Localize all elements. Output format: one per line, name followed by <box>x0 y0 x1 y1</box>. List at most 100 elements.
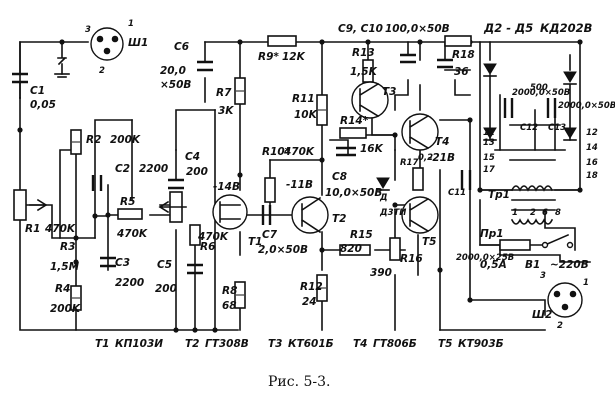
output-pin-label: 3 <box>540 271 546 281</box>
r18-ref: R18 <box>452 49 475 61</box>
t5-ref: T5 <box>422 236 436 248</box>
r7-value: 3K <box>218 105 234 117</box>
transistor-type-ref: T4 <box>353 338 367 350</box>
diodes-ref: Д2 - Д5 <box>483 21 533 35</box>
r10-ref: R10* <box>262 146 291 158</box>
c9-c10-value: 100,0×50B <box>385 23 450 35</box>
tr-pin: 18 <box>586 171 598 181</box>
tr-pin: 11 <box>483 128 495 138</box>
c8-value: 10,0×50B <box>325 187 382 199</box>
transistor-type-value: ГТ806Б <box>373 338 417 350</box>
c8-ref: C8 <box>332 171 347 183</box>
transistor-type-row: T1 КП103И T2 ГТ308B T3 КТ601Б T4 ГТ806Б … <box>95 338 504 350</box>
transistor-type-value: КТ903Б <box>458 338 504 350</box>
tr-pin: 17 <box>483 165 495 175</box>
t2-voltage: -11B <box>286 179 313 191</box>
c7-value: 2,0×50B <box>258 244 308 256</box>
t4-ref: T4 <box>435 136 449 148</box>
transformer-ref: Tp1 <box>488 189 510 201</box>
tr-pin: 8 <box>555 208 561 218</box>
r7-ref: R7 <box>216 87 232 99</box>
c4-value: 200 <box>186 166 208 178</box>
c2-value: 2200 <box>139 163 168 175</box>
r10-value: 470K <box>283 146 315 158</box>
r14-value: 16K <box>360 143 384 155</box>
junctions <box>17 39 583 333</box>
r16-value: 390 <box>370 267 392 279</box>
switch-ref: B1 <box>525 259 540 271</box>
figure-caption: Рис. 5-3. <box>268 374 331 390</box>
r6-value: 470K <box>197 231 229 243</box>
mains-voltage: ~220B <box>550 259 589 271</box>
component-labels: C1 0,05 R2 200K C2 2200 R1 470K R3 1,5M … <box>25 21 615 315</box>
tr-pin: 2 <box>530 208 536 218</box>
c12-ref: C12 <box>520 123 538 133</box>
transistor-type-ref: T2 <box>185 338 199 350</box>
t1-ref: T1 <box>248 236 262 248</box>
r8-value: 68 <box>222 300 237 312</box>
c1-value: 0,05 <box>30 99 56 111</box>
r1-ref: R1 <box>25 223 40 235</box>
input-connector: 3 1 2 Ш1 <box>85 19 148 76</box>
r12-value: 24 <box>302 296 317 308</box>
r16-ref: R16 <box>400 253 423 265</box>
r17-value: 0,2 <box>418 153 433 163</box>
tr-pin: 15 <box>483 153 495 163</box>
transistor-type-ref: T1 <box>95 338 109 350</box>
r3-value: 1,5M <box>50 261 80 273</box>
tr-pin: 12 <box>586 128 598 138</box>
c5-value: 200 <box>155 283 177 295</box>
r5-value: 470K <box>116 228 148 240</box>
c12-value: 2000,0×50B <box>512 88 570 98</box>
input-pin-label: 2 <box>99 66 105 76</box>
c11-ref: C11 <box>448 188 466 198</box>
c1-ref: C1 <box>30 85 45 97</box>
diodes-type: КД202B <box>540 21 593 35</box>
tr-pin: 13 <box>483 138 495 148</box>
c13-ref: C13 <box>548 123 566 133</box>
r11-value: 10K <box>294 109 318 121</box>
t2-ref: T2 <box>332 213 346 225</box>
input-connector-ref: Ш1 <box>128 37 148 49</box>
r2-value: 200K <box>110 134 141 146</box>
c7-ref: C7 <box>262 229 278 241</box>
c6-value-1: 20,0 <box>160 65 186 77</box>
output-pin-label: 2 <box>557 321 563 331</box>
diode-type: Д3ТИ <box>379 208 406 218</box>
tr-pin: 14 <box>586 143 598 153</box>
output-pin-label: 1 <box>583 278 589 288</box>
transistor-type-value: КТ601Б <box>288 338 334 350</box>
r4-ref: R4 <box>55 283 70 295</box>
r12-ref: R12 <box>300 281 323 293</box>
transistor-type-ref: T5 <box>438 338 452 350</box>
c9-c10-ref: C9, C10 <box>338 23 383 35</box>
tr-pin: 1 <box>512 208 518 218</box>
cx-value: 500 <box>530 83 548 93</box>
r8-ref: R8 <box>222 285 237 297</box>
c2-ref: C2 <box>115 163 130 175</box>
r4-value: 200K <box>50 303 81 315</box>
r5-ref: R5 <box>120 196 135 208</box>
r2-ref: R2 <box>86 134 101 146</box>
t3-ref: T3 <box>382 86 396 98</box>
resistors <box>13 35 472 311</box>
r1-value: 470K <box>44 223 76 235</box>
output-connector-ref: Ш2 <box>532 309 552 321</box>
r3-ref: R3 <box>60 241 75 253</box>
r17-ref: R17 <box>400 158 418 168</box>
tr-pin: 16 <box>586 158 598 168</box>
diode-ref: Д <box>379 193 388 203</box>
r18-value: 36 <box>454 66 469 78</box>
c11-value: 2000,0×25B <box>456 253 514 263</box>
c4-ref: C4 <box>185 151 200 163</box>
c3-ref: C3 <box>115 257 130 269</box>
t1-voltage: -14B <box>213 181 240 193</box>
r13-value: 1,5K <box>350 66 378 78</box>
r9-value: 12K <box>282 51 306 63</box>
c5-ref: C5 <box>157 259 172 271</box>
tr-pin: 6 <box>542 208 548 218</box>
capacitors <box>12 41 557 275</box>
power-supply <box>483 63 577 251</box>
fuse-value: 0,5A <box>480 259 507 271</box>
t4-voltage: -21B <box>428 152 455 164</box>
